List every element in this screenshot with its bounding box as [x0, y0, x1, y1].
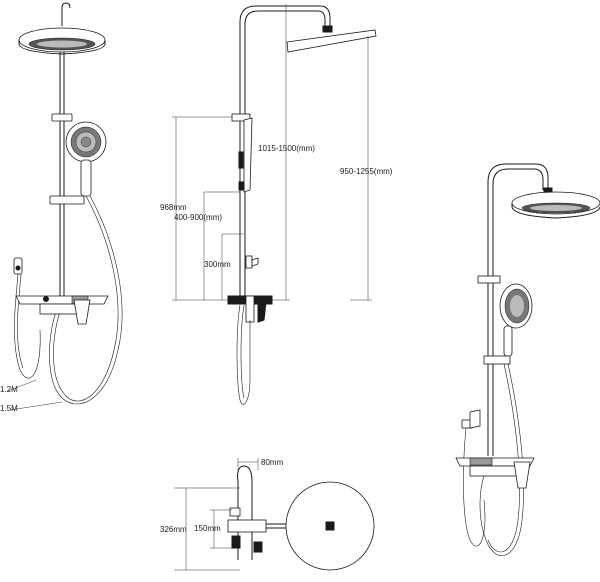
rain-shower-head-icon	[511, 187, 600, 219]
hose-icon	[479, 363, 524, 557]
left-shower-view: 1.2M 1.5M	[0, 2, 123, 413]
label-width-mixer: 80mm	[261, 458, 284, 467]
hand-shower-icon	[499, 283, 533, 357]
label-height-slider: 400-900(mm)	[174, 213, 222, 222]
label-height-mixer-inner: 150mm	[194, 524, 221, 533]
hose-icon	[236, 304, 251, 405]
top-plan-view: 80mm 326mm 150mm	[160, 458, 375, 571]
side-elevation-view: 968mm 1015-1500(mm) 950-1255(mm) 400-900…	[160, 4, 393, 405]
upper-bracket	[51, 113, 73, 122]
mixer-valve-icon	[469, 461, 531, 489]
hand-shower-icon	[65, 121, 107, 197]
mixer-valve-icon	[227, 519, 267, 533]
rail-hook	[61, 2, 71, 26]
label-height-mixer: 326mm	[160, 525, 187, 534]
bidet-sprayer-icon	[245, 255, 259, 269]
plan-mixer-body	[237, 465, 253, 560]
mixer-valve-icon	[39, 299, 91, 325]
label-height-bidet: 300mm	[204, 260, 231, 269]
hose-icon	[53, 195, 119, 402]
label-height-total: 968mm	[160, 203, 187, 212]
right-shower-view	[455, 163, 600, 557]
shelf-icon	[15, 295, 109, 305]
side-bracket	[231, 113, 251, 122]
rain-shower-head-icon	[18, 27, 106, 55]
bidet-sprayer-icon	[461, 409, 486, 547]
label-hose-short: 1.2M	[0, 385, 18, 394]
lower-bracket	[49, 195, 85, 205]
bidet-sprayer-icon	[13, 257, 41, 379]
label-hose-long: 1.5M	[0, 404, 18, 413]
right-rail	[487, 163, 549, 456]
lower-bracket	[483, 355, 511, 365]
rain-shower-head-icon	[286, 25, 377, 53]
upper-bracket	[477, 275, 501, 284]
hand-shower-icon	[243, 117, 253, 193]
label-height-rail: 1015-1500(mm)	[258, 144, 315, 153]
side-rail	[239, 5, 331, 298]
mixer-valve-icon	[227, 295, 273, 323]
label-height-head: 950-1255(mm)	[340, 167, 393, 176]
